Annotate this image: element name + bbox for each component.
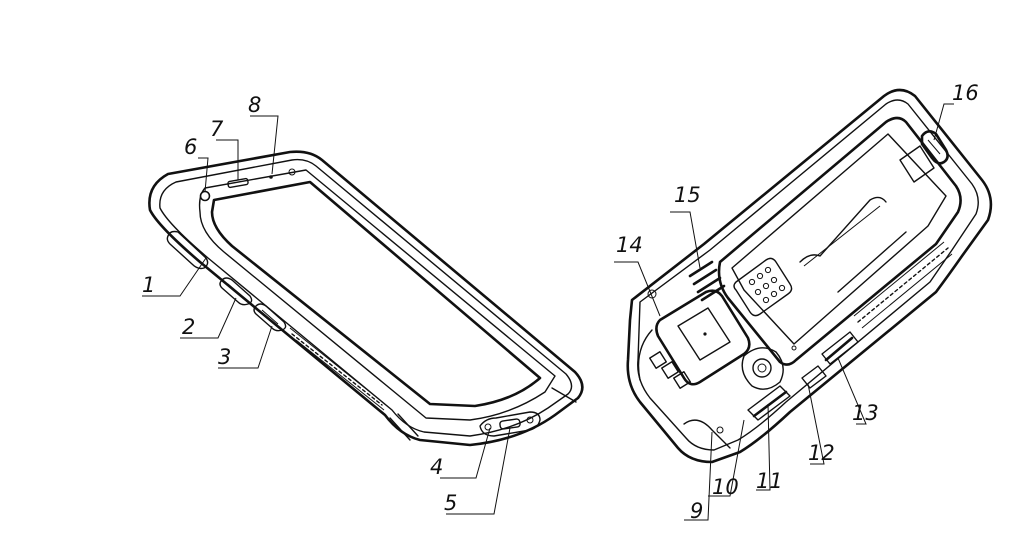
callout-5: 5 bbox=[444, 491, 457, 515]
back-leader-lines bbox=[614, 103, 954, 521]
callout-16: 16 bbox=[952, 81, 979, 105]
callout-12: 12 bbox=[808, 441, 835, 465]
callout-1: 1 bbox=[142, 273, 155, 297]
callout-15: 15 bbox=[674, 183, 701, 207]
callout-7: 7 bbox=[210, 117, 224, 141]
back-view-device bbox=[626, 88, 993, 464]
battery-contacts bbox=[688, 260, 726, 302]
pogo-connector bbox=[733, 257, 793, 317]
callout-11: 11 bbox=[756, 469, 783, 493]
callout-14: 14 bbox=[616, 233, 643, 257]
callout-9: 9 bbox=[690, 499, 703, 523]
front-view-device bbox=[148, 150, 584, 447]
callout-13: 13 bbox=[852, 401, 879, 425]
front-callouts: 1 2 3 4 5 6 7 8 bbox=[142, 93, 457, 515]
callout-2: 2 bbox=[182, 315, 195, 339]
callout-10: 10 bbox=[712, 475, 739, 499]
side-speaker-grille bbox=[289, 327, 385, 411]
callout-3: 3 bbox=[218, 345, 231, 369]
front-leader-lines bbox=[142, 115, 511, 515]
back-callouts: 9 10 11 12 13 14 15 16 bbox=[616, 81, 979, 523]
callout-8: 8 bbox=[248, 93, 261, 117]
callout-6: 6 bbox=[184, 135, 197, 159]
callout-4: 4 bbox=[430, 455, 443, 479]
